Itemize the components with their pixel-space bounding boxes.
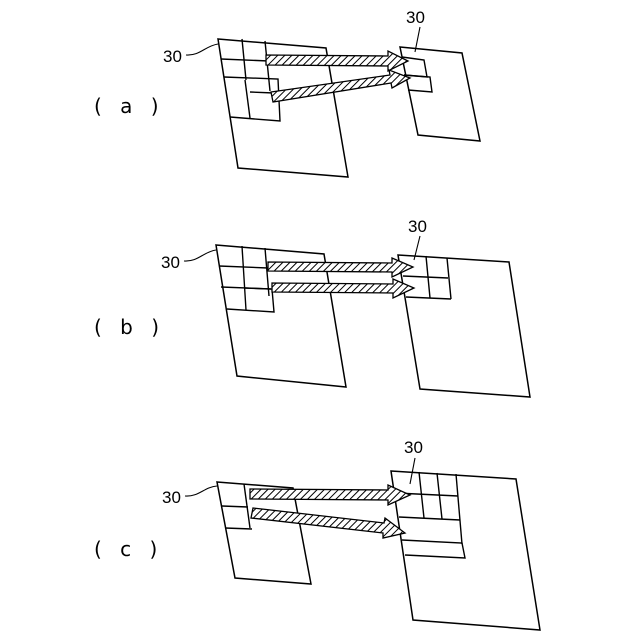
panel-a-leader-left <box>186 44 218 55</box>
panel-b-target-frame <box>398 255 530 397</box>
panel-a-ref-left: 30 <box>163 47 182 66</box>
panel-c-ref-right: 30 <box>404 438 423 457</box>
panel-a: ( a ) 30 30 <box>94 8 480 177</box>
panel-b-ref-right: 30 <box>408 217 427 236</box>
panel-b-leader-left <box>184 250 216 261</box>
panel-a-target-frame <box>400 47 480 141</box>
panel-a-label: ( a ) <box>94 94 165 118</box>
panel-c-label: ( c ) <box>94 537 163 561</box>
panel-b-ref-left: 30 <box>161 253 180 272</box>
panel-c-ref-left: 30 <box>162 488 181 507</box>
panel-c-target-frame <box>391 471 540 630</box>
panel-a-ref-right: 30 <box>406 8 425 27</box>
panel-b: ( b ) 30 30 <box>94 217 530 397</box>
panel-b-label: ( b ) <box>94 315 165 339</box>
panel-c: ( c ) 30 30 <box>94 438 540 630</box>
panel-c-leader-left <box>185 486 217 496</box>
